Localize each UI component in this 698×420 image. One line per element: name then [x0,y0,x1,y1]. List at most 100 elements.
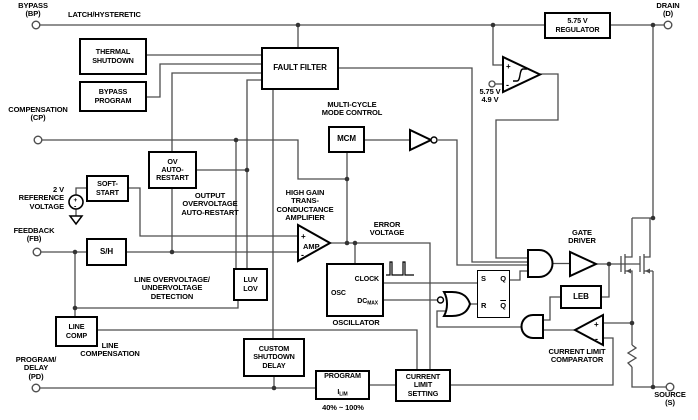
mosfet-gate-bars [620,256,641,272]
wire-bypassprog-to-ff [147,63,261,98]
fault-filter-block: FAULT FILTER [261,47,339,90]
resistor-icon [626,344,638,368]
sr-latch-block: S Q R Q [477,270,510,318]
hyst-minus-terminal-icon [488,80,496,88]
feedback-pin-label: FEEDBACK (FB) [13,226,55,244]
clock-pulse-icon [386,261,414,276]
custom-shutdown-delay-label: CUSTOM SHUTDOWN DELAY [253,344,295,370]
gate-driver-label: GATE DRIVER [568,228,596,246]
thermal-shutdown-label: THERMAL SHUTDOWN [92,47,134,65]
mcm-block: MCM [328,126,365,153]
compensation-pin-circle [33,135,43,145]
feedback-pin-circle [32,247,42,257]
gate-driver-triangle [569,250,599,278]
program-delay-pin-circle [31,383,41,393]
ref-minus-sign: - [74,204,77,211]
ilim-subscript: LIM [339,391,348,398]
oscillator-dcmax-label: DCMAX [357,298,378,307]
ground-icon [68,215,84,226]
ov-auto-restart-block: OV AUTO- RESTART [148,151,197,189]
or-gate [442,291,472,317]
oscillator-clock-label: CLOCK [354,276,379,283]
wire-source-down [652,271,666,388]
latch-q-label: Q [500,274,506,283]
luv-lov-block: LUV LOV [233,268,268,301]
wire-softstart-to-amp [129,187,298,237]
wire-ff-output [339,67,528,263]
latch-s-label: S [481,274,486,283]
drain-pin-label: DRAIN (D) [656,1,680,19]
wire-fb-to-luvlov [75,301,239,309]
ov-auto-restart-label: OV AUTO- RESTART [156,156,189,183]
amp-triangle [297,223,333,263]
hysteresis-icon [513,68,527,82]
wire-sh-feedback-bus [171,72,261,252]
regulator-block: 5.75 V REGULATOR [544,12,611,39]
wire-ref-to-softstart [75,187,86,195]
hysteretic-comparator-triangle [502,55,543,94]
current-limit-setting-block: CURRENT LIMIT SETTING [395,369,451,402]
wire-bp-to-hyst-plus [492,25,503,66]
wire-leb-to-and2 [543,296,560,321]
error-voltage-label: ERROR VOLTAGE [369,220,405,238]
sample-hold-label: S/H [99,246,114,256]
mosfet-arrow-icons [626,268,650,274]
wire-q-to-and [510,270,528,281]
clcomp-plus-sign: + [594,320,599,329]
output-overvoltage-label: OUTPUT OVERVOLTAGE AUTO-RESTART [181,191,239,217]
regulator-label: 5.75 V REGULATOR [555,16,600,34]
current-limit-comparator-label: CURRENT LIMIT COMPARATOR [548,347,606,365]
inverter-bubble-icon [430,136,438,144]
bypass-program-label: BYPASS PROGRAM [94,87,132,105]
mcm-label: MCM [337,134,356,144]
amp-plus-sign: + [301,232,306,241]
compensation-pin-label: COMPENSATION (CP) [8,105,68,123]
symbol-text: + AMP - + - + - + - [74,62,600,344]
bypass-pin-circle [31,20,41,30]
wire-error-voltage [330,242,431,369]
soft-start-label: SOFT- START [96,179,119,197]
wire-inverter-output [438,139,528,266]
pin-terminals [31,20,675,393]
fault-filter-label: FAULT FILTER [273,63,327,73]
and2-gate [520,314,544,339]
program-delay-pin-label: PROGRAM/ DELAY (PD) [15,355,57,381]
wire-sense-bottom [631,367,653,388]
ref-plus-sign: + [74,197,78,204]
oscillator-osc-label: OSC [331,290,346,297]
wire-cp-line [42,139,347,180]
ilim-range-label: 40% ~ 100% [322,403,364,412]
line-comp-block: LINE COMP [55,316,98,347]
mosfet-source-leads [625,270,653,323]
leb-label: LEB [573,291,589,301]
amp-minus-sign: - [301,250,304,260]
sample-hold-block: S/H [86,238,127,266]
bypass-pin-label: BYPASS (BP) [18,1,48,19]
line-uv-detection-label: LINE OVERVOLTAGE/ UNDERVOLTAGE DETECTION [134,275,210,301]
mosfet-symbol [620,217,653,323]
line-compensation-label: LINE COMPENSATION [80,341,140,359]
custom-shutdown-delay-block: CUSTOM SHUTDOWN DELAY [243,338,305,377]
soft-start-block: SOFT- START [86,175,129,202]
and-gate [527,249,554,278]
amp-label: AMP [303,242,320,251]
line-comp-label: LINE COMP [65,322,88,340]
wire-ff-luvlov-bus [246,79,261,268]
wire-linecomp-to-cls [98,329,418,369]
hyst-plus-sign: + [506,62,511,71]
or-input-bubble-icon [436,296,445,304]
clcomp-minus-sign: - [595,334,598,344]
wiring [40,24,666,389]
bypass-program-block: BYPASS PROGRAM [79,81,147,112]
current-limit-setting-label: CURRENT LIMIT SETTING [405,372,441,398]
source-pin-label: SOURCE (S) [654,390,686,408]
inverter-triangle [409,128,434,152]
program-ilim-block: PROGRAM ILIM [315,370,370,400]
latch-r-label: R [481,300,487,310]
drain-pin-circle [663,20,673,30]
comparator-thresholds-label: 5.75 V 4.9 V [479,87,501,105]
junction-dots [72,22,656,391]
hyst-minus-sign: - [506,80,509,90]
